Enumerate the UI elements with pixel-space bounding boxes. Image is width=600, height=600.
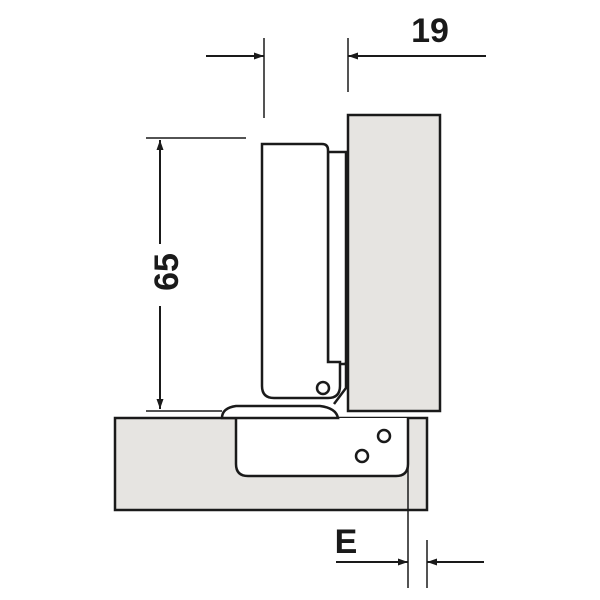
dimension-19 bbox=[206, 38, 486, 118]
dimension-65 bbox=[146, 137, 246, 412]
dimension-e-label: E bbox=[335, 523, 358, 561]
hinge-cup bbox=[234, 418, 410, 478]
cabinet-side-panel bbox=[346, 113, 442, 413]
hinge-arm bbox=[260, 142, 348, 405]
dimension-65-label: 65 bbox=[148, 253, 186, 291]
dimension-e bbox=[336, 420, 484, 588]
screw-hole-bottom bbox=[354, 448, 370, 464]
screw-hole-top bbox=[376, 428, 392, 444]
hinge-flange bbox=[220, 404, 340, 420]
dimension-19-label: 19 bbox=[411, 12, 449, 50]
